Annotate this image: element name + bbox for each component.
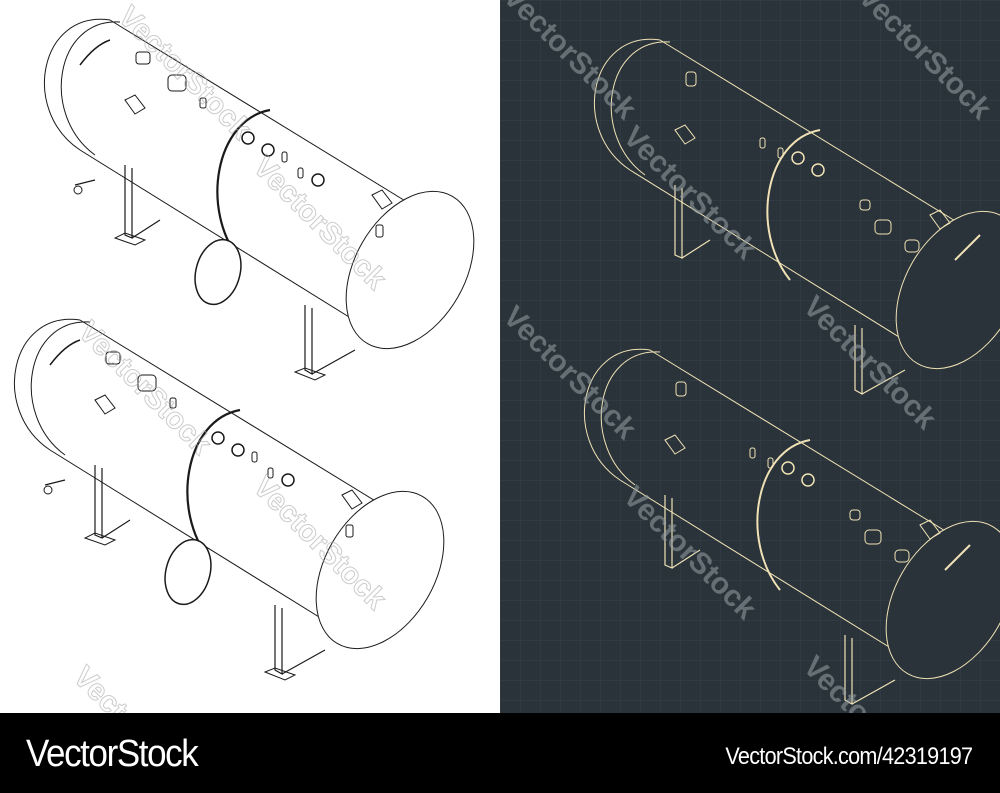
footer-bar: VectorStock VectorStock.com/42319197 xyxy=(0,713,1000,793)
light-tanks-illustration xyxy=(13,18,500,682)
light-drawing-panel: VectorStock VectorStock VectorStock Vect… xyxy=(0,0,500,713)
image-url: VectorStock.com/42319197 xyxy=(725,743,973,770)
tank-bottom-left xyxy=(13,318,472,682)
brand-logo: VectorStock xyxy=(26,733,199,775)
tank-top-left xyxy=(43,18,500,382)
dark-drawing-panel: VectorStock VectorStock VectorStock Vect… xyxy=(500,0,1000,713)
dark-tanks-illustration xyxy=(500,0,1000,713)
